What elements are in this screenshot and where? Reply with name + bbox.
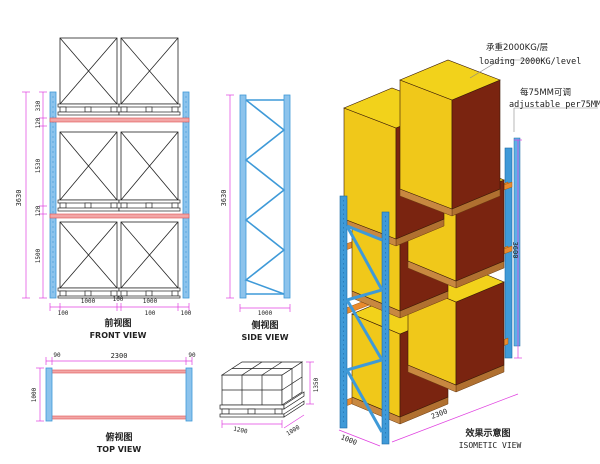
side-view-caption-cn: 侧视图 [251,319,278,331]
top-view-caption-en: TOP VIEW [97,445,142,454]
side-dimension-lines [226,94,291,312]
dim-gap-100-c: 100 [145,310,156,317]
top-upright-left [45,367,53,422]
dim-1530: 1530 [35,158,42,173]
iso-leader-lines [469,59,598,132]
top-dim-right: 90 [188,352,196,359]
iso-upright-right-back [513,137,521,347]
dim-120-lower: 120 [35,205,42,216]
top-dim-left: 90 [53,352,61,359]
side-upright-left [239,94,247,299]
iso-caption-en: ISOMETIC VIEW [459,441,522,450]
iso-upright-left-frame [339,195,390,445]
dim-330: 330 [35,100,42,111]
top-upright-right [185,367,193,422]
front-upright-left [49,91,57,299]
dim-gap-100-a: 100 [58,310,69,317]
dim-1500: 1500 [35,248,42,263]
dim-width-left: 1000 [81,298,96,305]
top-view-caption-cn: 俯视图 [105,431,132,443]
pallet-dim-height: 1350 [313,377,320,392]
iso-dim-depth: 1000 [339,433,358,447]
front-view-caption-cn: 前视图 [104,317,131,329]
isometric-view: 3600 2300 1000 承重2000KG/层 loading 2000KG… [338,42,600,450]
iso-caption-cn: 效果示意图 [465,427,510,439]
top-beam-back [47,415,191,420]
side-view: 3630 1000 侧视图 SIDE VIEW [220,94,291,342]
note-adjust-en: adjustable per75MM [509,100,600,110]
note-load-cn: 承重2000KG/层 [486,42,548,53]
front-beam-middle [49,213,190,219]
iso-level-3-cargo [343,59,501,247]
front-view-caption-en: FRONT VIEW [90,331,147,340]
side-upright-right [283,94,291,299]
dim-gap-100-b: 100 [113,296,124,303]
front-beam-top [49,117,190,123]
front-pallets [57,103,181,299]
pallet-dimension-lines [221,361,314,429]
front-view: 3630 330 120 1530 120 1500 1000 1000 100… [15,37,192,340]
dim-gap-100-d: 100 [181,310,192,317]
note-adjust-cn: 每75MM可调 [520,87,571,98]
side-dim-depth: 1000 [258,310,273,317]
dim-width-right: 1000 [143,298,158,305]
top-beam-front [47,369,191,374]
dim-120-upper: 120 [35,117,42,128]
top-dim-depth: 1000 [31,387,38,402]
side-bracing [244,99,286,295]
top-dim-length: 2300 [111,352,128,360]
side-view-caption-en: SIDE VIEW [241,333,288,342]
front-dimension-lines [22,91,190,311]
front-upright-right [182,91,190,299]
upright-perforations [52,96,187,296]
top-dimension-lines [36,357,193,422]
iso-dim-height: 3600 [511,242,519,259]
note-load-en: loading 2000KG/level [479,57,581,67]
pallet-dim-width: 1200 [233,426,249,436]
side-dim-height: 3630 [220,190,228,207]
pallet-sketch [219,361,305,418]
dim-height-total: 3630 [15,190,23,207]
front-cargo [59,37,179,289]
top-view: 90 2300 90 1000 俯视图 TOP VIEW [31,352,196,454]
iso-dimension-lines [338,139,522,447]
